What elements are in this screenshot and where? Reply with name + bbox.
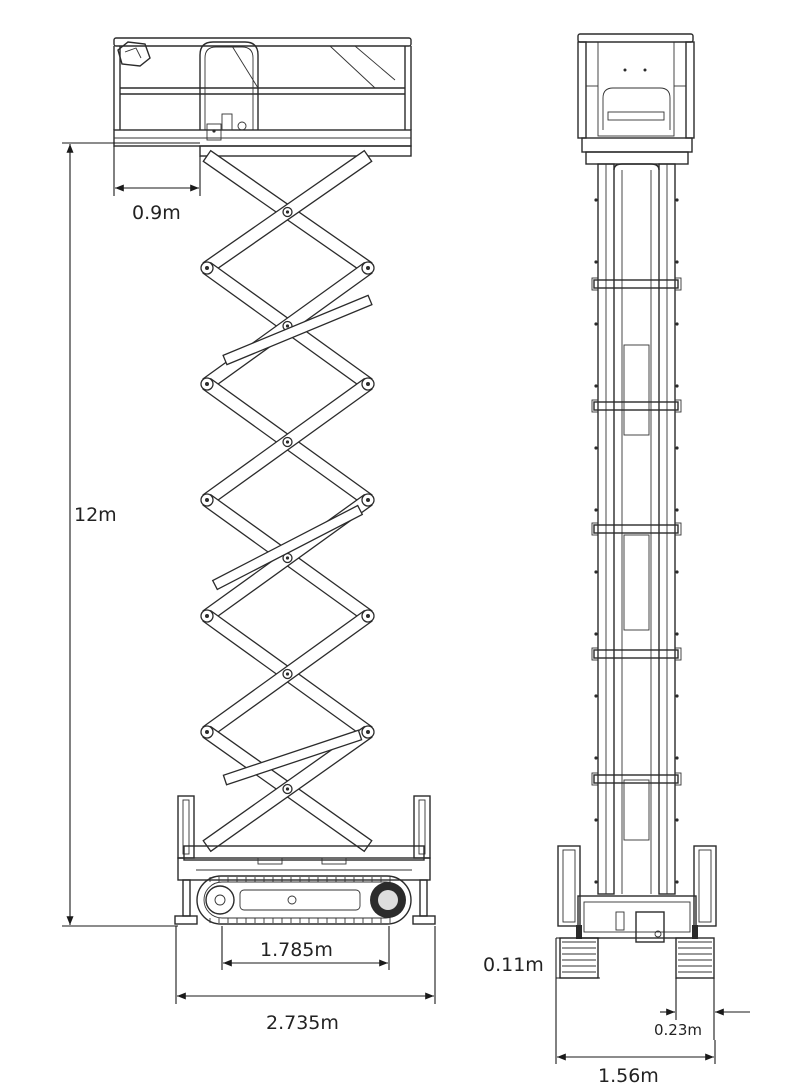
dim-label-ground-clearance: 0.11m: [483, 954, 544, 976]
hydraulic-cylinder: [211, 504, 364, 591]
dim-label-platform-extension: 0.9m: [132, 202, 181, 224]
side-scissor-stack: [200, 149, 375, 853]
side-chassis: [174, 795, 436, 925]
side-platform: [113, 37, 412, 157]
front-view: [557, 33, 717, 979]
dim-label-track-width: 0.23m: [654, 1021, 702, 1039]
side-view: [113, 37, 436, 925]
hydraulic-cylinder: [222, 729, 363, 786]
dim-label-overall-length: 2.735m: [266, 1012, 339, 1034]
dimension-lines: [62, 142, 750, 1064]
dimension-labels: 0.9m 12m 1.785m 2.735m 0.11m 0.23m 1.56m: [74, 202, 702, 1087]
front-chassis: [557, 845, 717, 979]
front-track-treads: [562, 941, 712, 973]
dim-label-track-length: 1.785m: [260, 939, 333, 961]
dim-label-max-height: 12m: [74, 504, 117, 526]
front-mast: [591, 163, 682, 895]
hydraulic-cylinder: [222, 294, 373, 366]
front-crossbars: [591, 198, 682, 884]
dim-label-overall-width: 1.56m: [598, 1065, 659, 1087]
side-track-links: [209, 877, 391, 923]
front-platform: [577, 33, 695, 165]
